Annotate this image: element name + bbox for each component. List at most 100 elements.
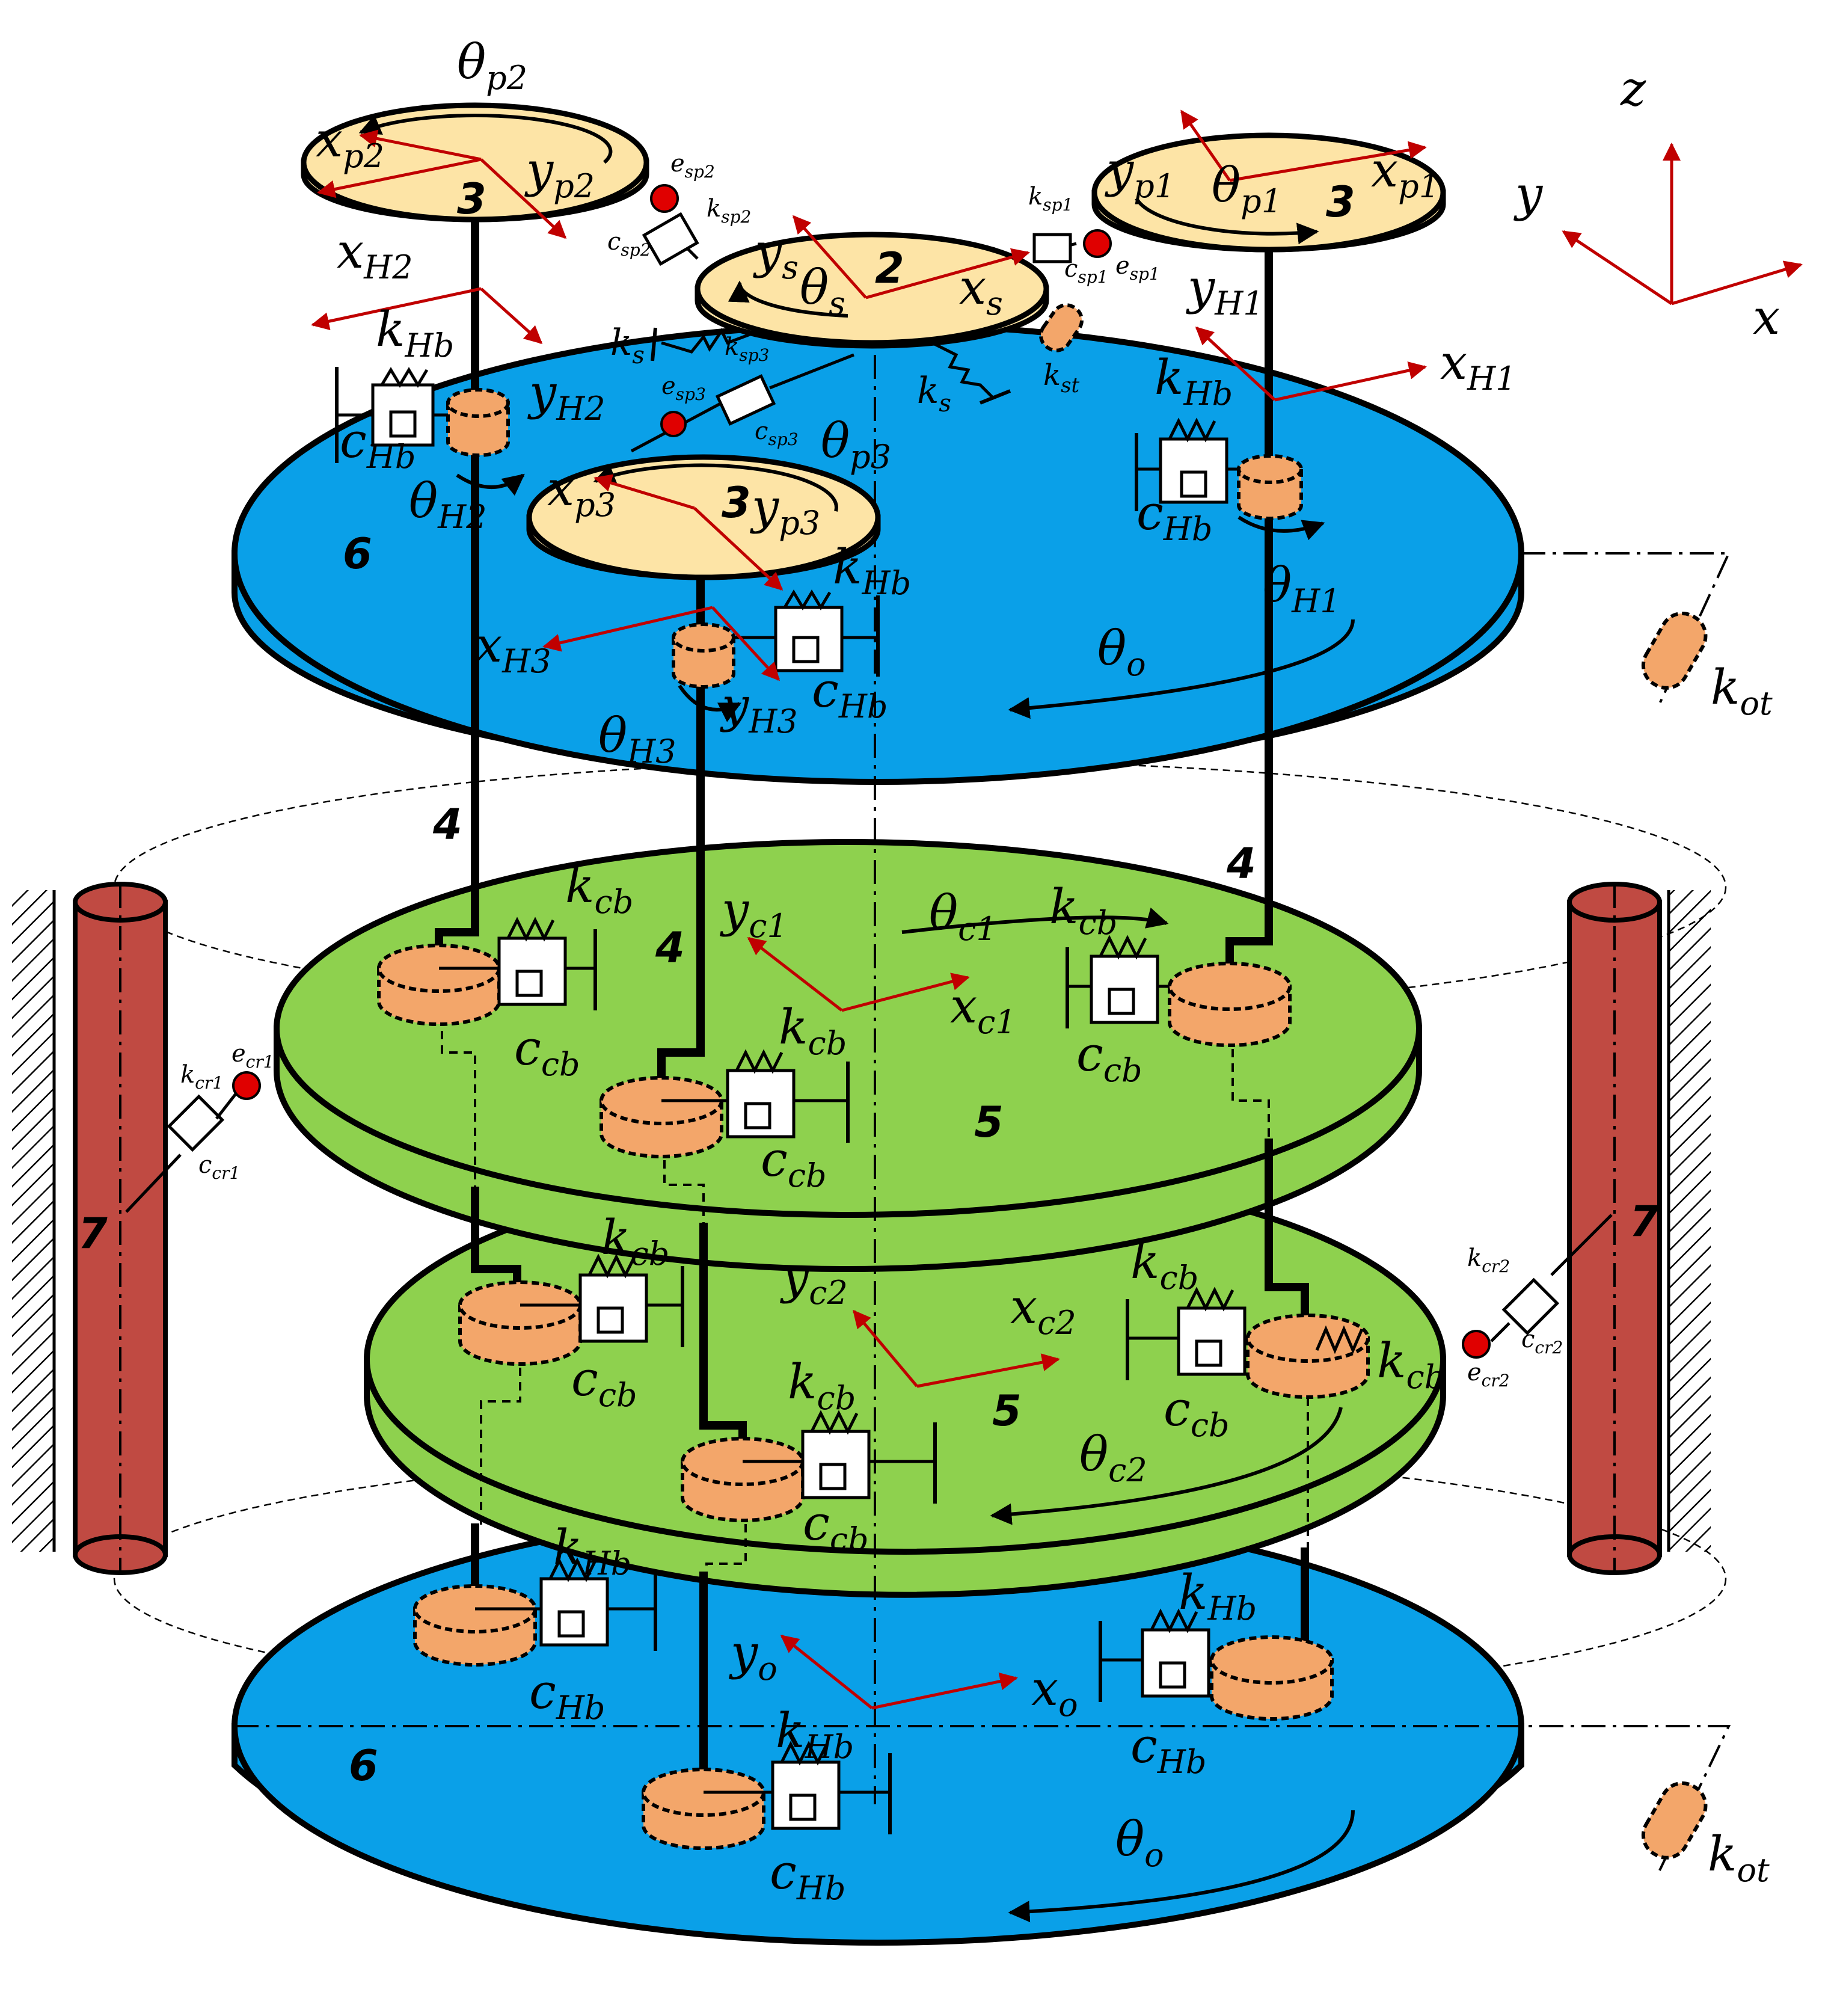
part-number-pin-center: 4 [655, 923, 685, 973]
part-number-pin-left: 4 [432, 800, 462, 849]
label-k-Hb-top-right: kHb [1155, 349, 1233, 413]
label-axis-x: x [1753, 289, 1780, 345]
label-theta-o-top: θo [1097, 620, 1146, 683]
part-number-housing-top: 6 [343, 529, 372, 579]
label-c-cb-lower-right: ccb [1164, 1381, 1230, 1444]
label-k-sp3: ksp3 [725, 333, 769, 365]
label-y-s: ys [753, 223, 799, 286]
label-k-cb-upper-center: kcb [779, 999, 847, 1062]
label-k-Hb-bottom-right: kHb [1179, 1564, 1257, 1627]
label-x-o: xo [1031, 1661, 1078, 1724]
label-k-cb-lower-edge: kcb [1377, 1333, 1445, 1396]
label-y-H3: yH3 [720, 677, 798, 740]
part-number-pin-right: 4 [1226, 839, 1256, 888]
label-k-cb-lower-right: kcb [1130, 1234, 1198, 1297]
label-k-st: kst [1043, 358, 1080, 398]
label-c-cb-lower-left: ccb [571, 1351, 637, 1414]
error-sources [232, 184, 1491, 1359]
part-number-sun: 2 [875, 244, 904, 293]
part-number-column-right: 7 [1630, 1197, 1659, 1246]
label-k-cb-lower-center: kcb [788, 1354, 856, 1417]
sun-gear [695, 232, 1049, 349]
upper-carrier [274, 839, 1422, 1272]
support-spring-dampers [125, 212, 1613, 1834]
label-theta-o-bottom: θo [1115, 1811, 1164, 1874]
label-k-cb-lower-left: kcb [601, 1209, 669, 1273]
label-y-H2: yH2 [527, 364, 606, 428]
label-x-p3: xp3 [547, 461, 616, 524]
label-x-H1: xH1 [1440, 334, 1517, 398]
label-y-c2: yc2 [780, 1249, 848, 1312]
label-k-Hb-top-center: kHb [833, 539, 911, 602]
label-c-cr2: ccr2 [1521, 1326, 1563, 1357]
label-e-sp1: esp1 [1115, 252, 1160, 284]
lower-carrier [364, 1164, 1446, 1598]
local-axes [311, 109, 1803, 1710]
label-c-cr1: ccr1 [198, 1151, 240, 1183]
label-c-sp2: csp2 [607, 228, 651, 260]
label-c-cb-lower-center: ccb [803, 1495, 869, 1558]
label-c-Hb-top-right: cHb [1136, 485, 1212, 548]
label-c-cb-upper-left: ccb [514, 1020, 580, 1083]
label-k-sp2: ksp2 [707, 195, 751, 227]
label-k-cr2: kcr2 [1467, 1244, 1510, 1276]
label-k-Hb-bottom-center: kHb [776, 1703, 854, 1766]
label-c-Hb-bottom-center: cHb [770, 1844, 845, 1907]
part-numbers: 2 3 3 3 6 6 5 5 4 4 4 7 7 [78, 174, 1659, 1790]
label-k-cb-upper-right: kcb [1049, 879, 1117, 942]
part-number-carrier-lower: 5 [992, 1386, 1022, 1436]
label-c-sp3: csp3 [755, 417, 799, 449]
planet-gear-1 [1091, 132, 1446, 253]
part-number-column-left: 7 [78, 1209, 108, 1258]
label-y-p1: yp1 [1105, 142, 1175, 205]
part-number-planet-1: 3 [1326, 177, 1355, 227]
label-k-s-left: ks [610, 322, 645, 369]
label-e-sp2: esp2 [670, 150, 715, 182]
label-k-ot-top: kot [1711, 659, 1773, 722]
part-number-planet-2: 3 [457, 174, 486, 224]
label-theta-c1: θc1 [929, 885, 997, 948]
label-theta-c2: θc2 [1079, 1426, 1147, 1489]
label-e-sp3: esp3 [661, 372, 706, 404]
label-y-H1: yH1 [1186, 259, 1264, 322]
label-c-Hb-top-left: cHb [340, 413, 416, 476]
symbol-labels: θp2 xp2 yp2 xH2 yH2 θH2 kHb cHb esp2 ksp… [180, 34, 1780, 1907]
label-c-cb-upper-right: ccb [1076, 1026, 1142, 1089]
label-x-c2: xc2 [1010, 1279, 1076, 1342]
rotation-arrows [358, 113, 1355, 1923]
label-y-o: yo [729, 1624, 777, 1688]
label-x-c1: xc1 [950, 978, 1016, 1041]
label-c-sp1: csp1 [1064, 255, 1108, 287]
label-k-Hb-bottom-left: kHb [553, 1519, 631, 1582]
left-wall-hatch [12, 890, 54, 1552]
label-k-s-right: ks [917, 370, 951, 417]
label-axis-y: y [1513, 166, 1544, 222]
right-column [1567, 882, 1662, 1575]
label-axis-z: z [1620, 61, 1646, 117]
label-x-p2: xp2 [316, 112, 384, 175]
label-c-Hb-bottom-right: cHb [1130, 1718, 1206, 1781]
label-y-c1: yc1 [720, 882, 788, 945]
dashed-pin-links [441, 457, 1309, 1576]
label-k-cr1: kcr1 [180, 1061, 223, 1093]
label-x-H3: xH3 [475, 617, 551, 680]
part-number-carrier-upper: 5 [974, 1098, 1004, 1147]
label-k-ot-bottom: kot [1708, 1826, 1770, 1889]
label-theta-p3: θp3 [821, 413, 891, 476]
label-e-cr1: ecr1 [232, 1040, 274, 1072]
label-e-cr2: ecr2 [1467, 1359, 1510, 1391]
label-theta-H3: θH3 [598, 707, 676, 770]
label-theta-H1: θH1 [1263, 557, 1341, 620]
left-column [73, 882, 168, 1575]
label-k-sp1: ksp1 [1028, 183, 1073, 215]
label-c-cb-upper-center: ccb [761, 1131, 827, 1194]
label-k-cb-upper-left: kcb [565, 858, 633, 921]
label-theta-p1: θp1 [1212, 157, 1282, 220]
label-theta-H2: θH2 [409, 473, 487, 536]
label-k-Hb-top-left: kHb [376, 301, 454, 364]
label-x-H2: xH2 [337, 223, 413, 286]
part-number-housing-bottom: 6 [349, 1741, 378, 1790]
bearings [377, 303, 1708, 1860]
